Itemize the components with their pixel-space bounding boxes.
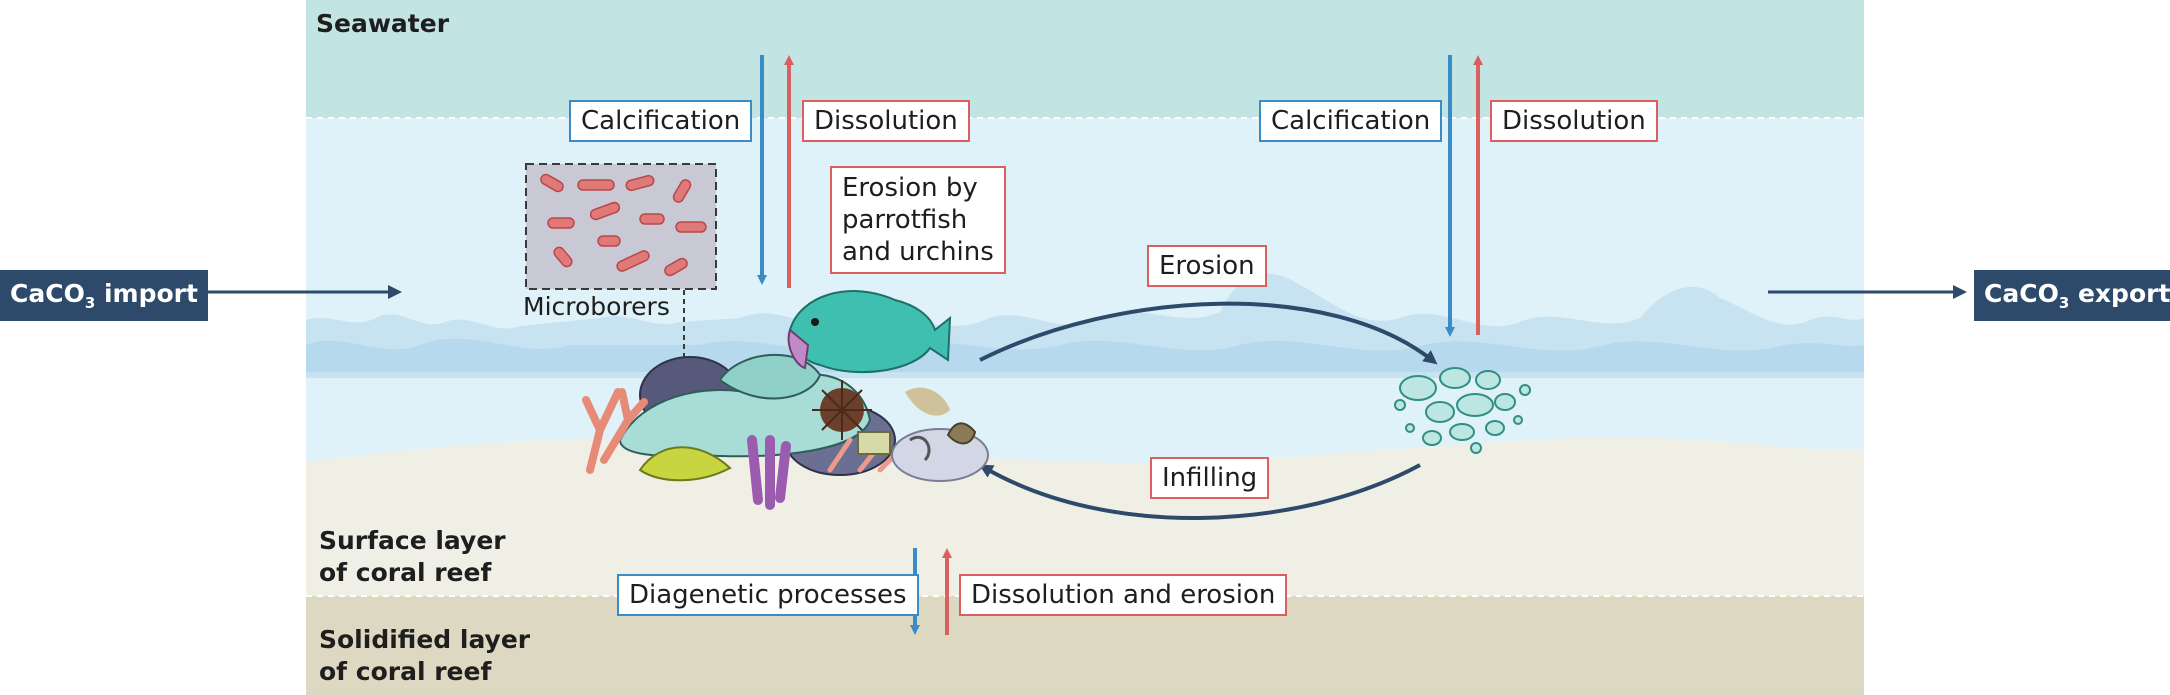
caco3-export-main: CaCO <box>1984 279 2059 308</box>
diagenetic-processes-label: Diagenetic processes <box>617 574 919 616</box>
caco3-import-box: CaCO3 import <box>0 270 208 321</box>
solidified-layer-label: Solidified layer of coral reef <box>319 624 530 688</box>
seawater-top-band <box>306 0 1864 118</box>
infilling-curve-arrow <box>978 463 1421 520</box>
dissolution-erosion-label: Dissolution and erosion <box>959 574 1288 616</box>
caco3-import-main: CaCO <box>10 279 85 308</box>
coral-reef-cluster <box>582 354 989 510</box>
parrotfish <box>787 290 952 416</box>
caco3-export-rest: export <box>2069 279 2170 308</box>
erosion-curve-arrow <box>979 301 1438 365</box>
infilling-label: Infilling <box>1150 457 1270 499</box>
caco3-export-sub: 3 <box>2058 294 2070 312</box>
caco3-import-sub: 3 <box>84 294 96 312</box>
erosion-parrotfish-line-3: and urchins <box>842 237 994 267</box>
seawater-label: Seawater <box>316 9 450 38</box>
rubble-particles <box>1394 367 1531 454</box>
erosion-parrotfish-label: Erosion by parrotfish and urchins <box>830 166 1006 274</box>
caco3-export-box: CaCO3 export <box>1974 270 2170 321</box>
erosion-parrotfish-line-1: Erosion by <box>842 173 978 203</box>
calcification-label-left: Calcification <box>569 100 753 142</box>
caco3-import-rest: import <box>95 279 198 308</box>
dissolution-label-right: Dissolution <box>1490 100 1658 142</box>
microborers-label: Microborers <box>523 292 670 321</box>
surface-layer-label: Surface layer of coral reef <box>319 525 506 589</box>
surface-layer-line-2: of coral reef <box>319 558 492 587</box>
surface-layer-line-1: Surface layer <box>319 526 506 555</box>
solidified-layer-line-1: Solidified layer <box>319 625 531 654</box>
dissolution-label-left: Dissolution <box>802 100 970 142</box>
calcification-label-right: Calcification <box>1259 100 1443 142</box>
erosion-parrotfish-line-2: parrotfish <box>842 205 968 235</box>
erosion-label: Erosion <box>1147 245 1267 287</box>
solidified-layer-line-2: of coral reef <box>319 657 492 686</box>
microbe-cells <box>540 173 707 277</box>
